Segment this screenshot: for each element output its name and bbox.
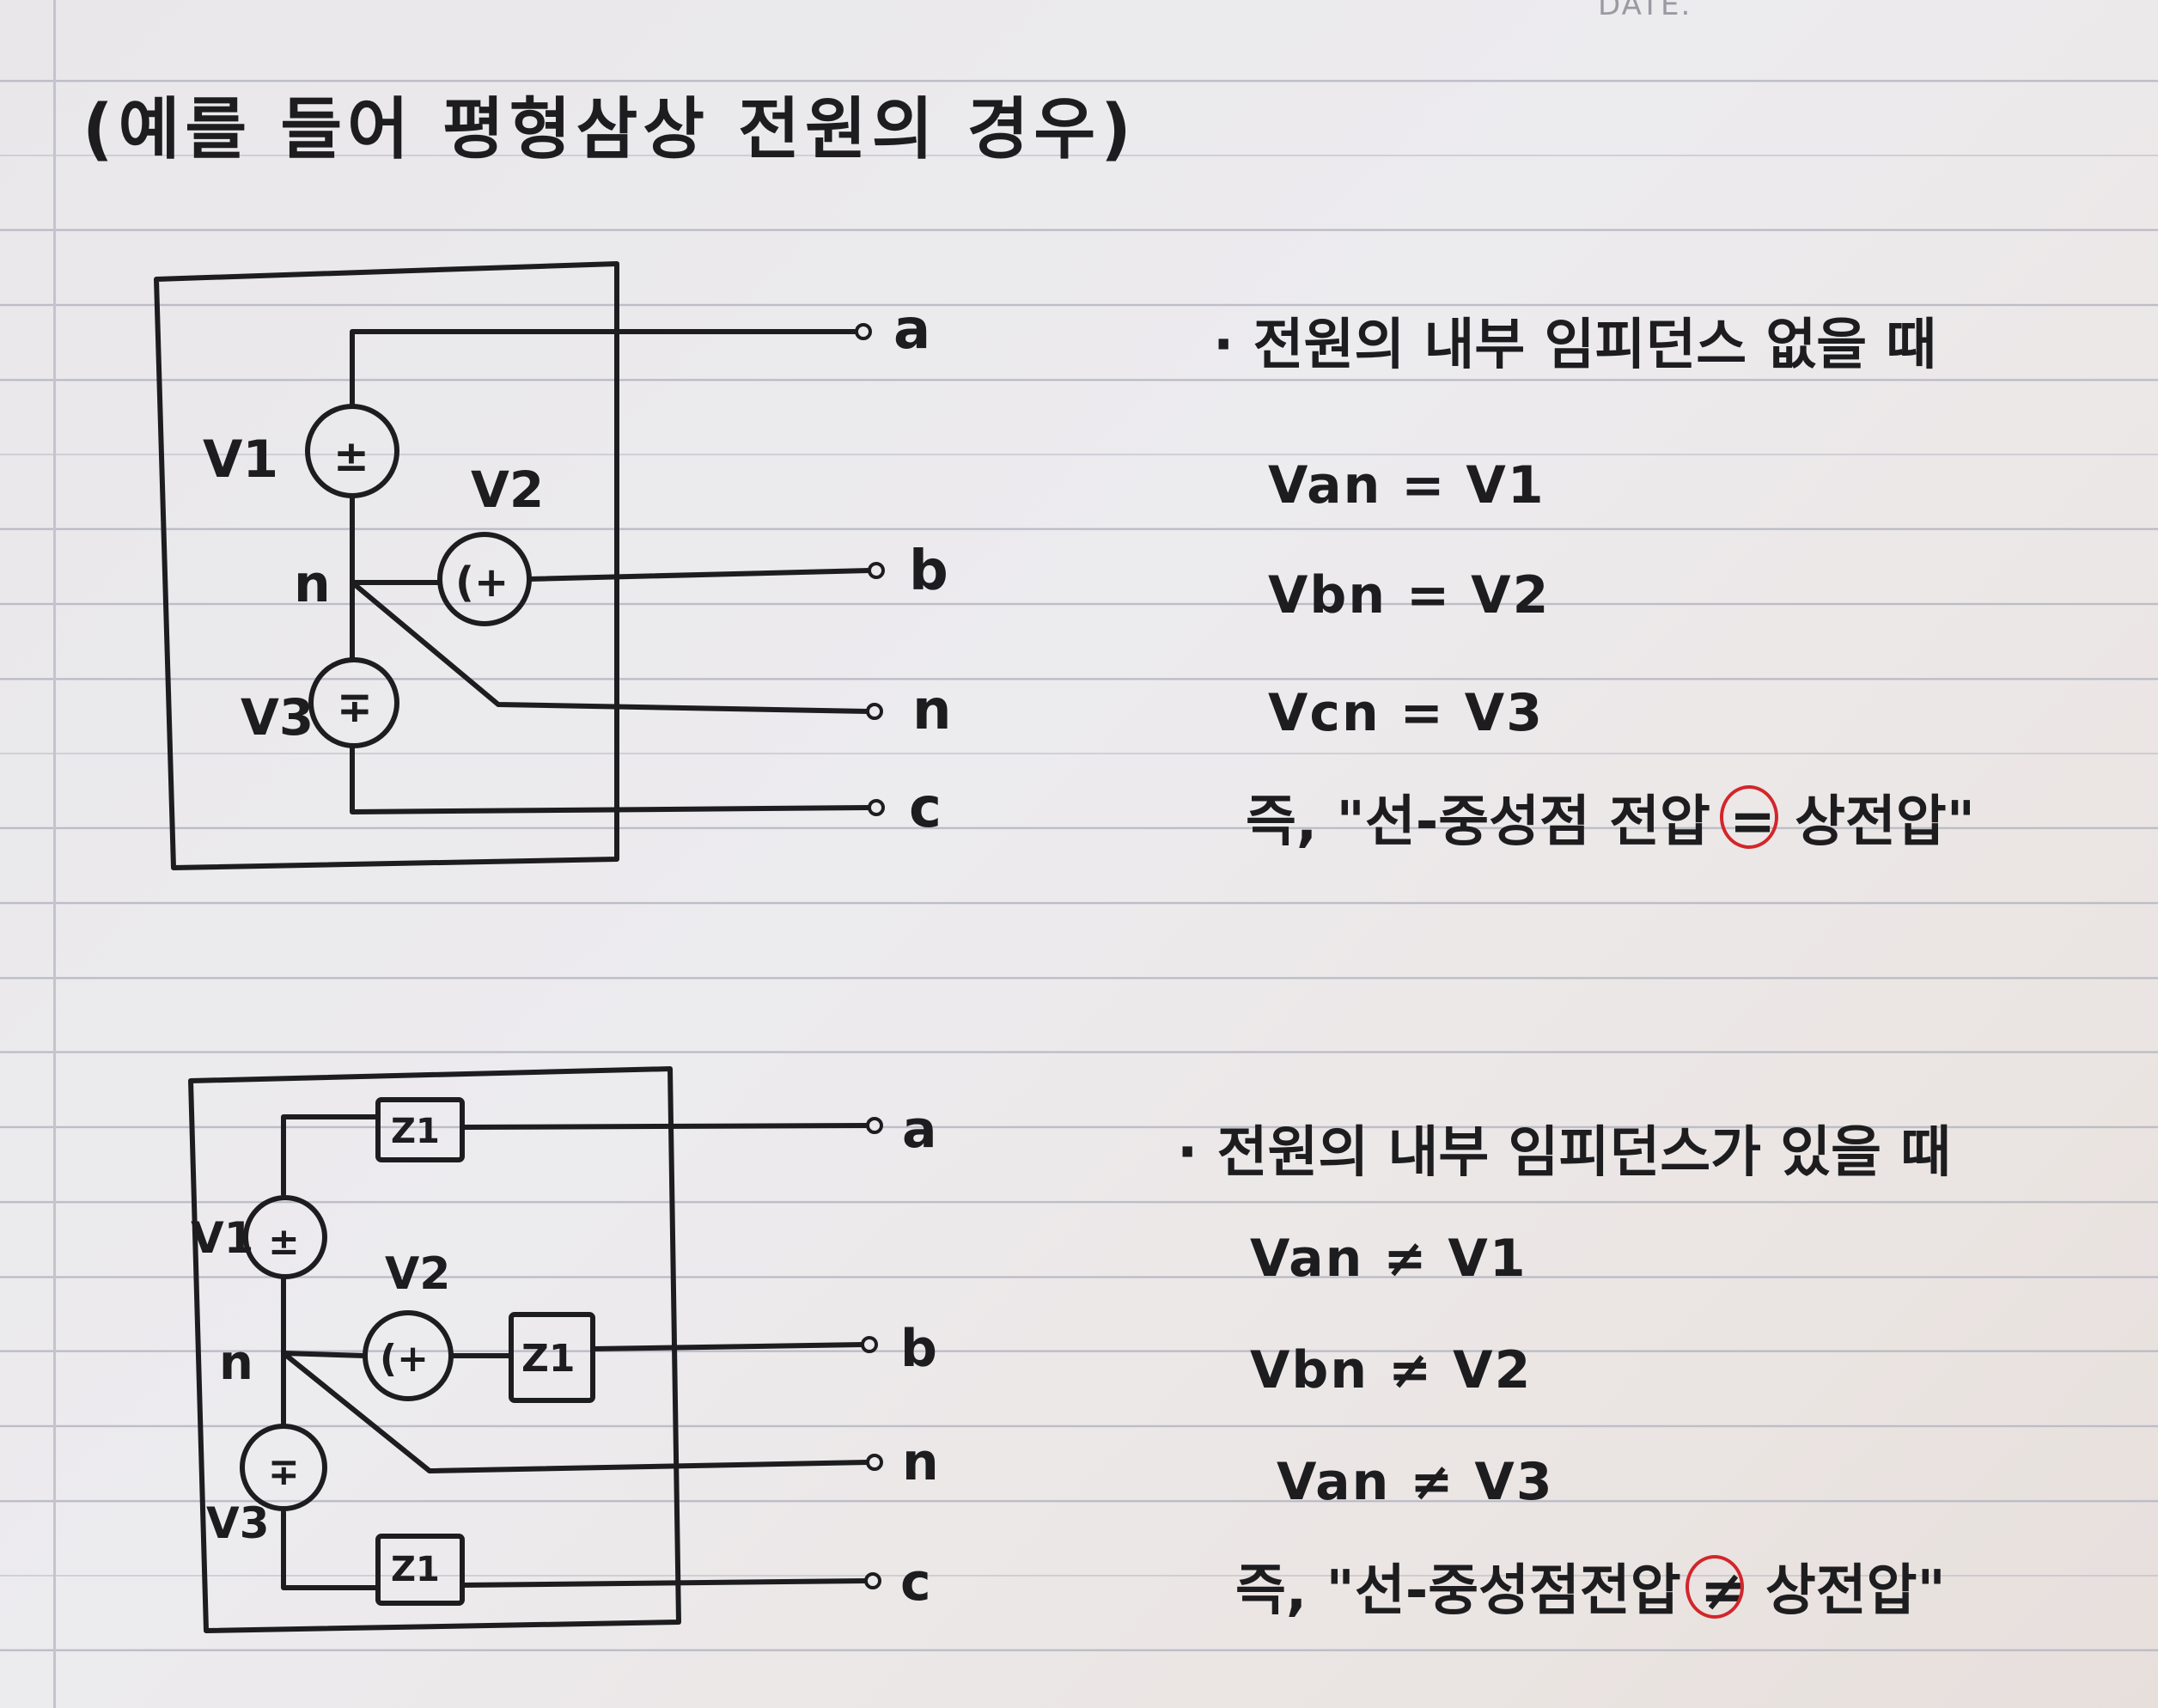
impedance-label-c-2: Z1 xyxy=(391,1550,440,1589)
section1-equation-2: Vbn = V2 xyxy=(1268,565,1551,625)
impedance-label-b-2: Z1 xyxy=(521,1337,576,1381)
v2-label-1: V2 xyxy=(471,461,544,519)
section1-conclusion: 즉, "선-중성점 전압 = 상전압" xyxy=(1246,790,1976,854)
section2-heading: · 전원의 내부 임피던스가 있을 때 xyxy=(1177,1121,1952,1185)
wire-z1b-b-2 xyxy=(590,1342,866,1351)
wire-z1c-c-2 xyxy=(460,1578,869,1588)
node-label-n-1: n xyxy=(294,554,331,614)
wire-a-1 xyxy=(350,329,857,409)
source-box-1 xyxy=(154,261,619,870)
v3-source-mark-1: ∓ xyxy=(337,682,373,732)
v3-label-1: V3 xyxy=(241,688,314,747)
v2-source-mark-2: (+ xyxy=(380,1337,429,1381)
section2-equation-2: Vbn ≠ V2 xyxy=(1250,1340,1533,1400)
source-box-2 xyxy=(188,1066,681,1633)
v3-source-mark-2: ∓ xyxy=(268,1450,300,1494)
v1-label-2: V1 xyxy=(191,1213,254,1263)
terminal-label-a-1: a xyxy=(893,298,930,362)
terminal-n-2 xyxy=(866,1454,883,1471)
v2-source-mark-1: (+ xyxy=(455,558,509,607)
v1-source-circle-1 xyxy=(305,404,399,498)
date-label: DATE. xyxy=(1598,0,1692,22)
terminal-label-n-1: n xyxy=(912,679,952,742)
v1-source-mark-1: ± xyxy=(333,431,369,481)
v2-label-2: V2 xyxy=(385,1248,450,1300)
terminal-label-n-2: n xyxy=(902,1432,939,1492)
v2-source-circle-1 xyxy=(437,532,532,626)
terminal-b-1 xyxy=(868,562,885,579)
impedance-box-a-2 xyxy=(375,1097,465,1162)
wire-a-2 xyxy=(281,1114,381,1197)
terminal-label-c-1: c xyxy=(909,777,942,840)
v2-source-circle-2 xyxy=(363,1310,454,1401)
section1-highlight-circle xyxy=(1720,785,1778,849)
notebook-margin-line xyxy=(53,0,56,1708)
wire-n-neutral-1 xyxy=(350,580,870,714)
terminal-label-c-2: c xyxy=(900,1552,931,1613)
terminal-label-b-1: b xyxy=(909,540,948,603)
v3-source-circle-2 xyxy=(240,1424,327,1511)
v1-source-circle-2 xyxy=(243,1195,327,1279)
wire-c-1 xyxy=(350,745,872,814)
section2-equation-3: Van ≠ V3 xyxy=(1277,1452,1554,1512)
v1-source-mark-2: ± xyxy=(268,1220,300,1264)
impedance-box-c-2 xyxy=(375,1534,465,1606)
wire-n-v2-2 xyxy=(281,1351,368,1358)
node-label-n-2: n xyxy=(219,1335,253,1391)
section2-conclusion: 즉, "선-중성점전압 ≠ 상전압" xyxy=(1235,1559,1946,1623)
v1-label-1: V1 xyxy=(203,430,278,490)
circuit-diagram-1: ± (+ ∓ V1 V2 V3 n a b n c xyxy=(154,261,952,870)
wire-c-2 xyxy=(281,1510,381,1590)
terminal-c-1 xyxy=(868,799,885,816)
terminal-a-2 xyxy=(866,1117,883,1134)
page-title: (예를 들어 평형삼상 전원의 경우) xyxy=(82,91,1137,168)
impedance-label-a-2: Z1 xyxy=(391,1112,440,1151)
impedance-box-b-2 xyxy=(509,1312,595,1403)
section2-highlight-circle xyxy=(1686,1555,1744,1619)
wire-v2-b-1 xyxy=(527,568,872,582)
circuit-diagram-2: ± (+ ∓ Z1 Z1 Z1 V1 V2 V3 n a b n c xyxy=(188,1066,939,1633)
terminal-label-a-2: a xyxy=(902,1100,937,1160)
section1-equation-1: Van = V1 xyxy=(1268,455,1545,515)
terminal-c-2 xyxy=(864,1572,881,1589)
section1-heading: · 전원의 내부 임피던스 없을 때 xyxy=(1213,314,1937,377)
v3-source-circle-1 xyxy=(308,657,399,748)
v3-label-2: V3 xyxy=(206,1498,270,1548)
section2-equation-1: Van ≠ V1 xyxy=(1250,1229,1527,1289)
wire-z1a-a-2 xyxy=(461,1123,870,1130)
wire-n-neutral-2 xyxy=(281,1351,870,1473)
terminal-label-b-2: b xyxy=(900,1319,937,1379)
terminal-n-1 xyxy=(866,703,883,720)
terminal-b-2 xyxy=(861,1336,878,1353)
section1-equation-3: Vcn = V3 xyxy=(1268,683,1544,743)
terminal-a-1 xyxy=(855,323,872,340)
